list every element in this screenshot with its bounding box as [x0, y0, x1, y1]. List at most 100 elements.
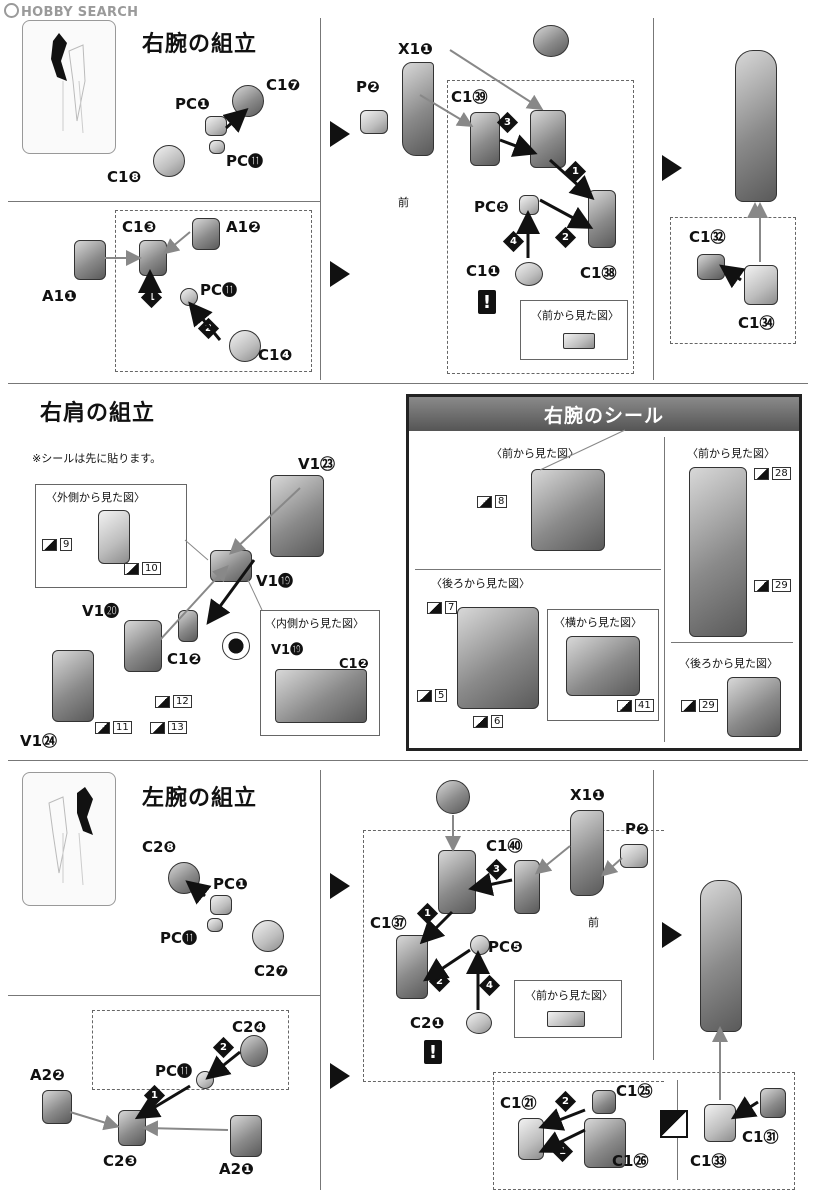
part-c11 — [515, 262, 543, 286]
section-title-left-arm: 左腕の組立 — [142, 785, 258, 811]
sticker-8: 8 — [477, 495, 508, 508]
label-c18: C1❽ — [107, 168, 142, 186]
label-c132: C1㉜ — [689, 228, 726, 246]
dashed-group-box — [115, 210, 312, 372]
part-c27 — [252, 920, 284, 952]
inset-title: 〈内側から見た図〉 — [265, 617, 364, 630]
sticker-41: 41 — [617, 699, 654, 712]
label-c140: C1㊵ — [486, 837, 523, 855]
label-p2: P❷ — [356, 78, 380, 96]
dashed-group-box — [92, 1010, 289, 1090]
direction-front: 前 — [398, 196, 409, 209]
part-a11 — [74, 240, 106, 280]
warning-icon: ! — [478, 290, 496, 314]
sticker-10: 10 — [124, 562, 161, 575]
part-a22 — [42, 1090, 72, 1124]
inset-title: 〈横から見た図〉 — [554, 616, 642, 629]
shoulder-note: ※シールは先に貼ります。 — [32, 452, 162, 465]
label-c24: C2❹ — [232, 1018, 267, 1036]
divider — [8, 201, 320, 202]
part-detail — [547, 1011, 585, 1027]
label-pc1-l: PC❶ — [213, 875, 248, 893]
part-c134 — [744, 265, 778, 305]
dashed-group-box — [363, 830, 664, 1082]
label-c23: C2❸ — [103, 1152, 138, 1170]
label-pc1: PC❶ — [175, 95, 210, 113]
sticker-7: 7 — [427, 601, 458, 614]
label-c137: C1㊲ — [370, 914, 407, 932]
part-v124 — [52, 650, 94, 722]
part-c14 — [229, 330, 261, 362]
part-pc11-l — [207, 918, 223, 932]
sticker-flag-icon — [681, 699, 696, 712]
part-head-l — [436, 780, 470, 814]
sticker-6: 6 — [473, 715, 504, 728]
part-detail — [275, 669, 367, 723]
label-pc5-l: PC❺ — [488, 938, 523, 956]
label-c121: C1㉑ — [500, 1094, 537, 1112]
inset-title: 〈前から見た図〉 — [525, 989, 613, 1002]
part-arm-complete-l — [700, 880, 742, 1032]
sticker-flag-icon — [42, 538, 57, 551]
sticker-flag-icon — [155, 695, 170, 708]
part-x11 — [402, 62, 434, 156]
label-v123: V1㉓ — [298, 455, 336, 473]
part-a12 — [192, 218, 220, 250]
part-pc1-l — [210, 895, 232, 915]
part-c139 — [470, 112, 500, 166]
label-v124: V1㉔ — [20, 732, 58, 750]
label-c125: C1㉕ — [616, 1082, 653, 1100]
sticker-flag-icon — [754, 579, 769, 592]
dashed-group-box — [447, 80, 634, 374]
label-c17: C1❼ — [266, 76, 301, 94]
part-marker — [222, 632, 250, 660]
label-c133: C1㉝ — [690, 1152, 727, 1170]
label-c131: C1㉛ — [742, 1128, 779, 1146]
divider — [415, 569, 661, 570]
sticker-29-b: 29 — [681, 699, 718, 712]
part-c126 — [584, 1118, 626, 1168]
divider — [320, 18, 321, 380]
sticker-9: 9 — [42, 538, 73, 551]
divider — [320, 770, 321, 1190]
part-arm-complete — [735, 50, 777, 202]
label-a11: A1❶ — [42, 287, 77, 305]
part-a21 — [230, 1115, 262, 1157]
view-back: 〈後ろから見た図〉 — [431, 577, 530, 590]
view-front-right: 〈前から見た図〉 — [687, 447, 775, 460]
part-head — [533, 25, 569, 57]
inset-side-view: 〈横から見た図〉 — [547, 609, 659, 721]
label-p2-l: P❷ — [625, 820, 649, 838]
label-c28: C2❽ — [142, 838, 177, 856]
label-c13: C1❸ — [122, 218, 157, 236]
sticker-flag-icon — [124, 562, 139, 575]
section-title-right-shoulder: 右肩の組立 — [40, 400, 156, 426]
sticker-flag-icon — [477, 495, 492, 508]
part-c125 — [592, 1090, 616, 1114]
watermark-logo-icon — [4, 3, 19, 18]
part-pc11 — [209, 140, 225, 154]
sticker-flag-icon — [617, 699, 632, 712]
label-inset-c12: C1❷ — [339, 657, 369, 672]
part-c133 — [704, 1104, 736, 1142]
inset-front-view: 〈前から見た図〉 — [520, 300, 628, 360]
sticker-flag-icon — [150, 721, 165, 734]
divider — [653, 770, 654, 1060]
label-c11: C1❶ — [466, 262, 501, 280]
label-x11: X1❶ — [398, 40, 433, 58]
divider — [671, 642, 793, 643]
sticker-5: 5 — [417, 689, 448, 702]
view-back-right: 〈後ろから見た図〉 — [679, 657, 778, 670]
warning-icon: ! — [424, 1040, 442, 1064]
sticker-29: 29 — [754, 579, 791, 592]
label-c21: C2❶ — [410, 1014, 445, 1032]
view-front-left: 〈前から見た図〉 — [491, 447, 579, 460]
part-detail — [563, 333, 595, 349]
part-detail — [98, 510, 130, 564]
part-p2-l — [620, 844, 648, 868]
divider — [8, 383, 808, 384]
label-a12: A1❷ — [226, 218, 261, 236]
label-a22: A2❷ — [30, 1066, 65, 1084]
label-pc11: PC⓫ — [226, 152, 264, 170]
